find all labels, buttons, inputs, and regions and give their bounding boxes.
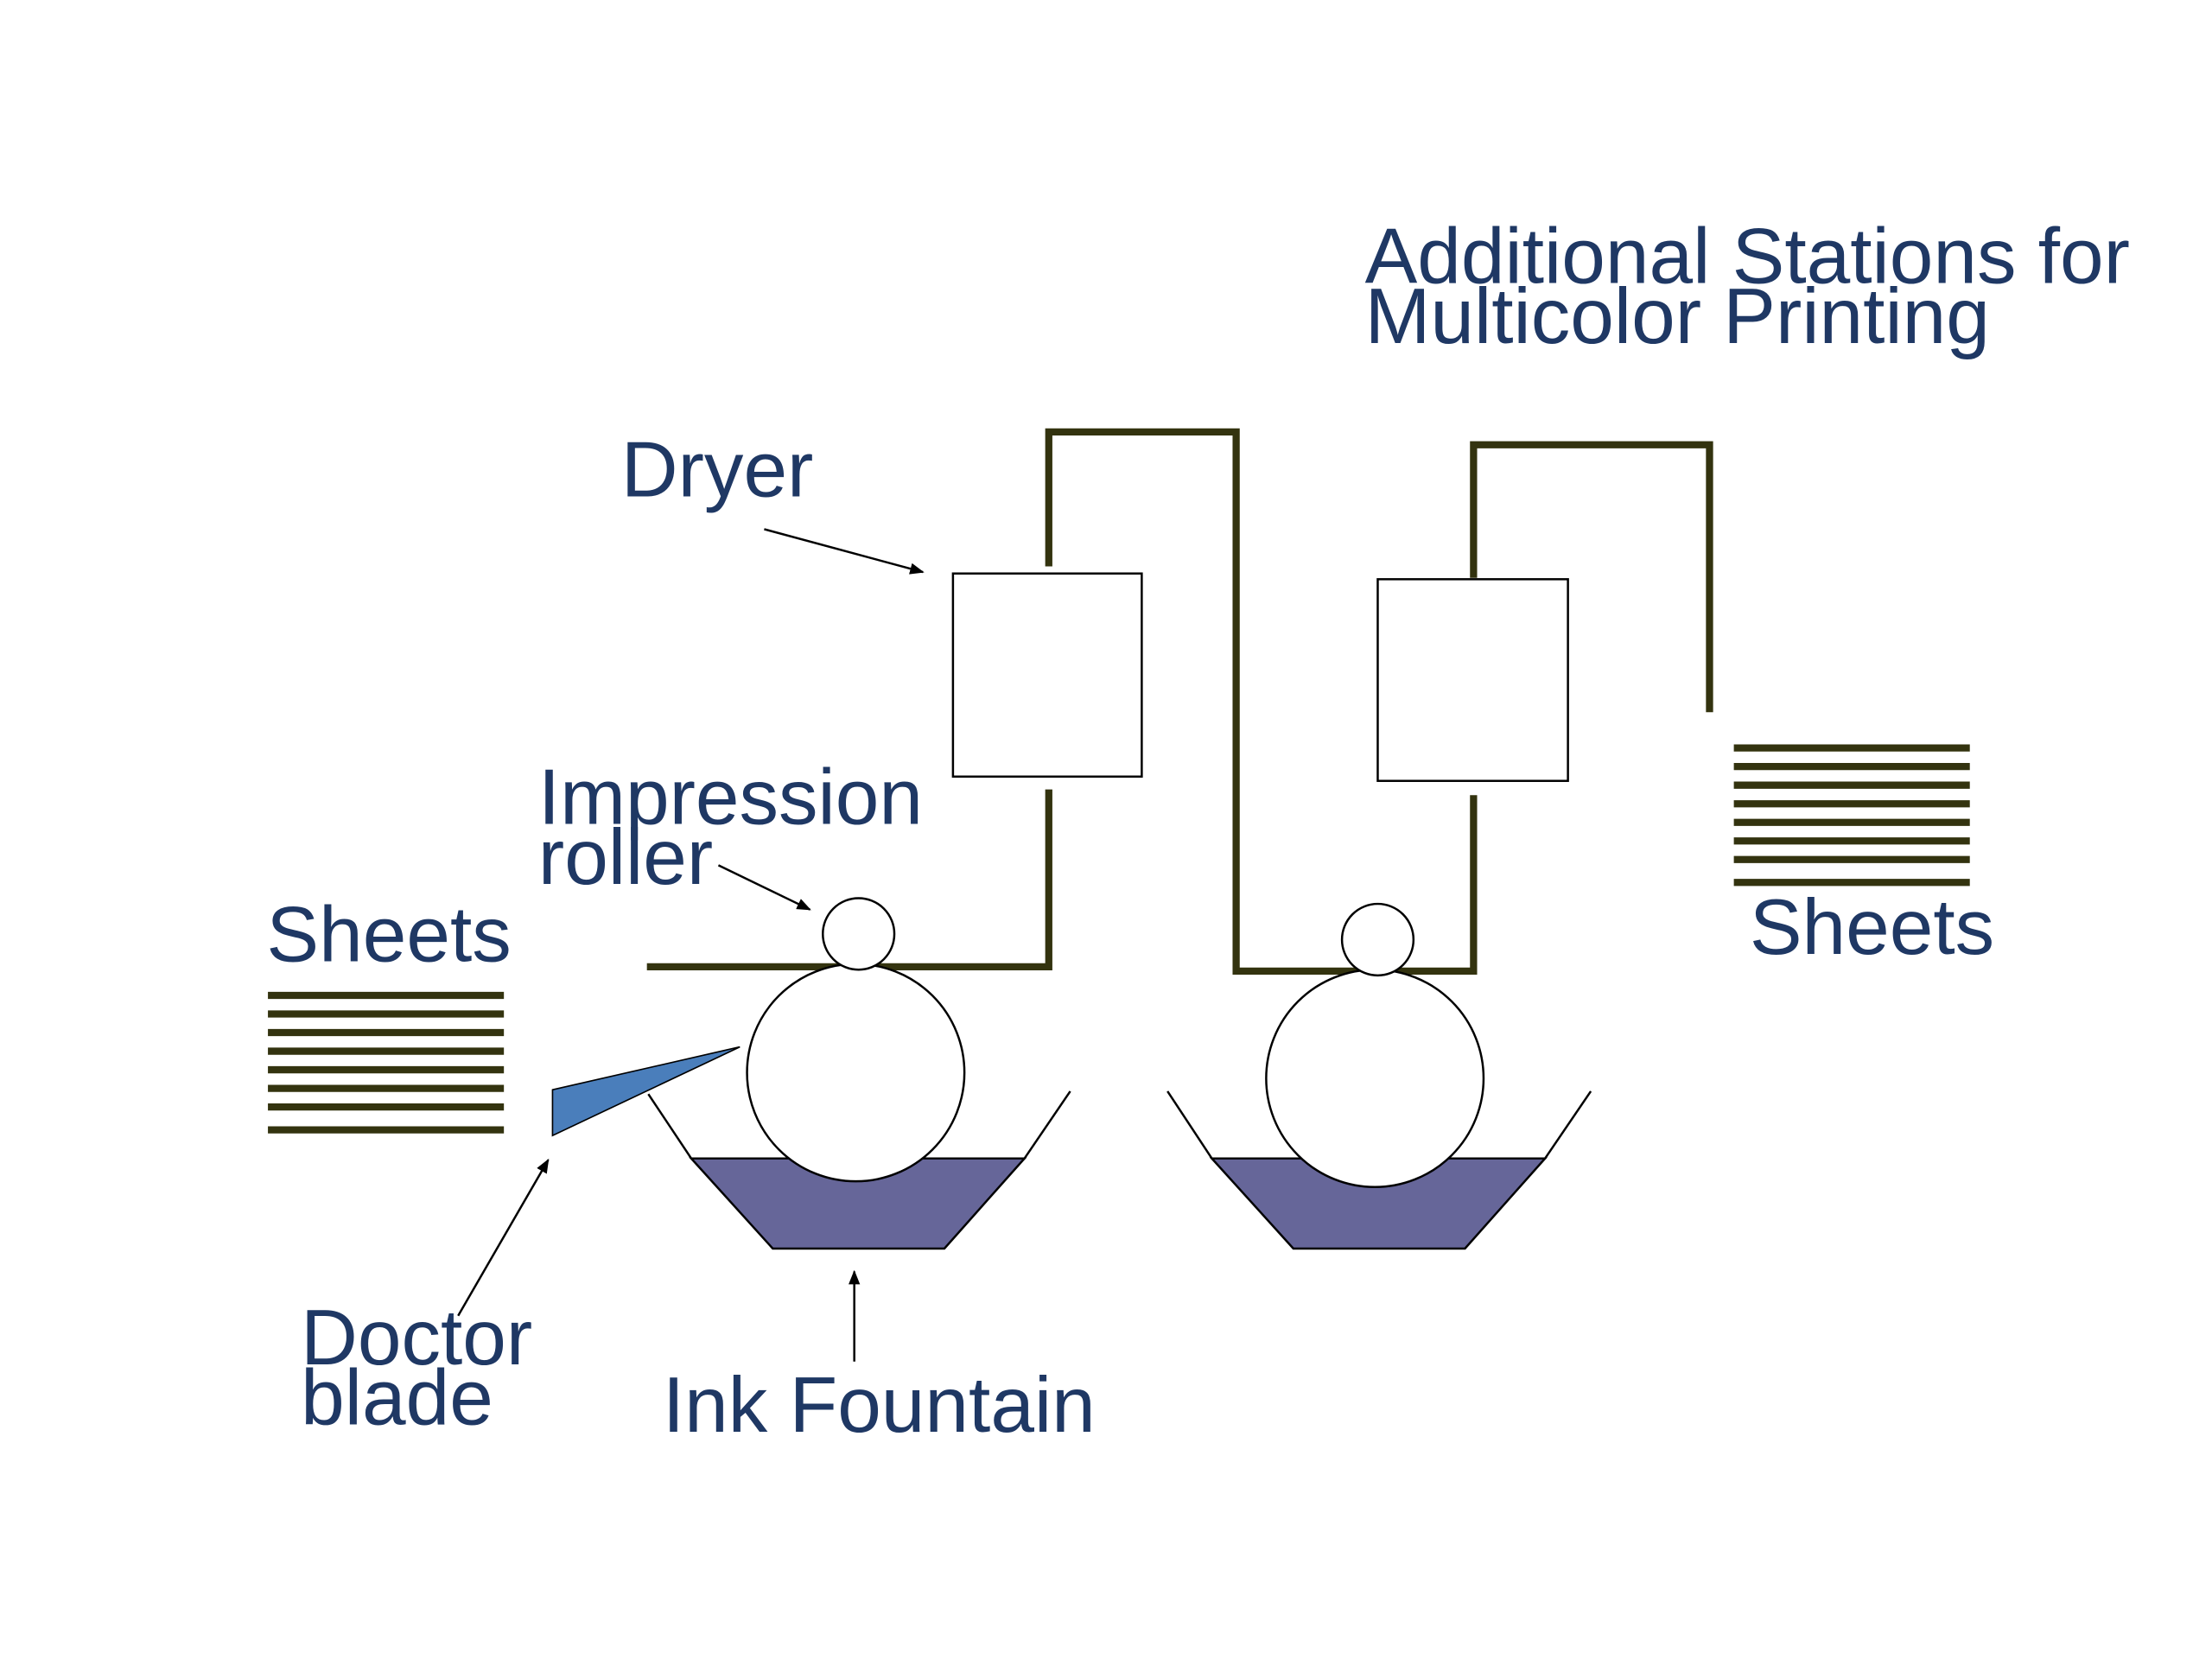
fountain-wall-left-2	[1166, 1090, 1213, 1160]
paper-web-path	[646, 428, 1713, 975]
sheet-stack-left	[268, 991, 505, 1134]
printing-station-2	[1166, 902, 1592, 1250]
impression-roller-pointer-arrow	[717, 864, 811, 911]
dryer-label: Dryer	[621, 426, 813, 513]
dryer-box-2	[1376, 578, 1569, 782]
printing-cylinder-1	[746, 963, 966, 1183]
impression-roller-label-line2: roller	[538, 814, 713, 901]
dryer-pointer-arrow	[764, 528, 925, 575]
additional-stations-label-line1: Additional Stations for	[1365, 213, 2130, 301]
fountain-wall-right-1	[1023, 1090, 1071, 1160]
sheets-right-label: Sheets	[1750, 884, 1994, 971]
doctor-blade-pointer-arrow	[457, 1158, 550, 1317]
fountain-wall-left-1	[647, 1093, 693, 1160]
doctor-blade-label-line1: Doctor	[301, 1294, 532, 1382]
dryer-box-1	[951, 572, 1143, 778]
ink-fountain-label: Ink Fountain	[663, 1362, 1096, 1449]
doctor-blade-label-line2: blade	[301, 1355, 493, 1442]
impression-roller-1	[822, 897, 896, 971]
sheet-stack-right	[1733, 744, 1970, 887]
impression-roller-2	[1340, 902, 1415, 977]
fountain-wall-right-2	[1544, 1090, 1592, 1160]
printing-cylinder-2	[1265, 968, 1485, 1189]
sheets-left-label: Sheets	[266, 891, 511, 978]
additional-stations-label-line2: Multicolor Printing	[1365, 273, 1990, 360]
printing-station-1	[551, 897, 1071, 1250]
doctor-blade-shape	[551, 1046, 741, 1137]
impression-roller-label-line1: Impression	[538, 753, 923, 841]
